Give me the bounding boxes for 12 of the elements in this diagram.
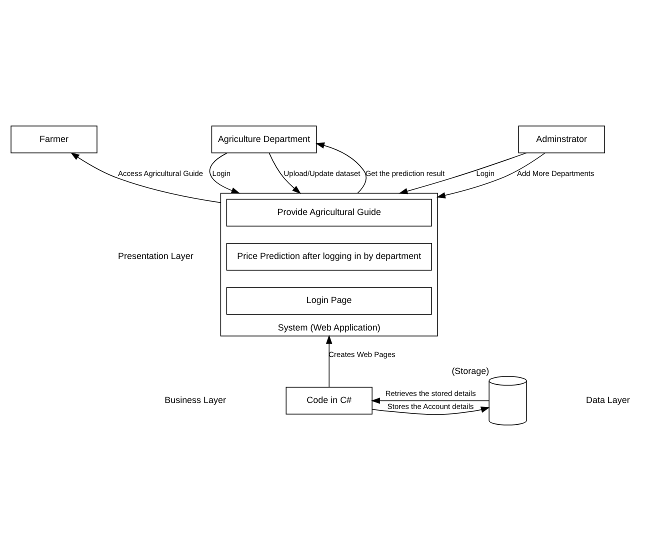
edge-label: Upload/Update dataset — [284, 168, 360, 178]
edge-label: Get the prediction result — [365, 168, 445, 178]
edge-label: Login — [476, 168, 494, 178]
label: Business Layer — [164, 394, 226, 405]
edge-label: Stores the Account details — [387, 401, 474, 410]
node-label: (Storage) — [452, 365, 490, 376]
label: Data Layer — [586, 394, 630, 405]
edge-label: Login — [212, 168, 231, 178]
edge-label: Retrieves the stored details — [385, 388, 476, 398]
edge-label: Access Agricultural Guide — [118, 168, 204, 178]
edge-label: Add More Departments — [517, 168, 594, 178]
label: Presentation Layer — [118, 250, 194, 261]
